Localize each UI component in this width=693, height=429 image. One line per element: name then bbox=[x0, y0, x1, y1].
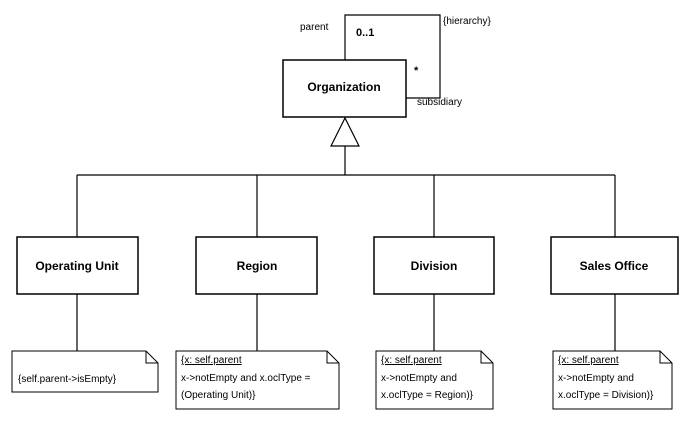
note-fold bbox=[145, 351, 158, 364]
parent-multiplicity: 0..1 bbox=[356, 27, 374, 39]
division-class[interactable]: Division bbox=[373, 236, 495, 295]
region-label: Region bbox=[237, 259, 278, 273]
sales-office-box bbox=[550, 236, 679, 295]
note-line: x->notEmpty and bbox=[381, 373, 457, 384]
division-box bbox=[373, 236, 495, 295]
note-line: x.oclType = Division)} bbox=[558, 390, 654, 401]
parent-role-label: parent bbox=[300, 22, 329, 33]
operating-unit-box bbox=[16, 236, 139, 295]
subsidiary-multiplicity: * bbox=[414, 65, 419, 77]
note-shape bbox=[375, 350, 494, 410]
division-label: Division bbox=[411, 259, 458, 273]
region-class[interactable]: Region bbox=[195, 236, 318, 295]
region-note: {x: self.parent x->notEmpty and x.oclTyp… bbox=[175, 350, 340, 410]
organization-box bbox=[282, 59, 407, 118]
operating-unit-class[interactable]: Operating Unit bbox=[16, 236, 139, 295]
hierarchy-association-line bbox=[344, 14, 441, 99]
subsidiary-role-label: subsidiary bbox=[417, 97, 462, 108]
operating-unit-label: Operating Unit bbox=[35, 259, 118, 273]
organization-class[interactable]: Organization bbox=[282, 59, 407, 118]
note-shape bbox=[552, 350, 673, 410]
sales-office-label: Sales Office bbox=[580, 259, 649, 273]
note-line: {x: self.parent bbox=[558, 355, 619, 366]
note-line: {x: self.parent bbox=[181, 355, 242, 366]
sales-office-note: {x: self.parent x->notEmpty and x.oclTyp… bbox=[552, 350, 673, 410]
generalization-arrow bbox=[330, 116, 360, 147]
note-fold bbox=[659, 351, 672, 364]
note-shape bbox=[175, 350, 340, 410]
operating-unit-note: {self.parent->isEmpty} bbox=[11, 350, 159, 393]
note-fold bbox=[480, 351, 493, 364]
hierarchy-constraint: {hierarchy} bbox=[443, 16, 491, 27]
note-line: x->notEmpty and x.oclType = bbox=[181, 373, 311, 384]
note-line: {self.parent->isEmpty} bbox=[18, 374, 117, 385]
note-line: x.oclType = Region)} bbox=[381, 390, 474, 401]
organization-label: Organization bbox=[307, 80, 380, 94]
note-line: x->notEmpty and bbox=[558, 373, 634, 384]
note-shape bbox=[11, 350, 159, 393]
note-line: (Operating Unit)} bbox=[181, 390, 256, 401]
sales-office-class[interactable]: Sales Office bbox=[550, 236, 679, 295]
note-line: {x: self.parent bbox=[381, 355, 442, 366]
note-fold bbox=[326, 351, 339, 364]
division-note: {x: self.parent x->notEmpty and x.oclTyp… bbox=[375, 350, 494, 410]
